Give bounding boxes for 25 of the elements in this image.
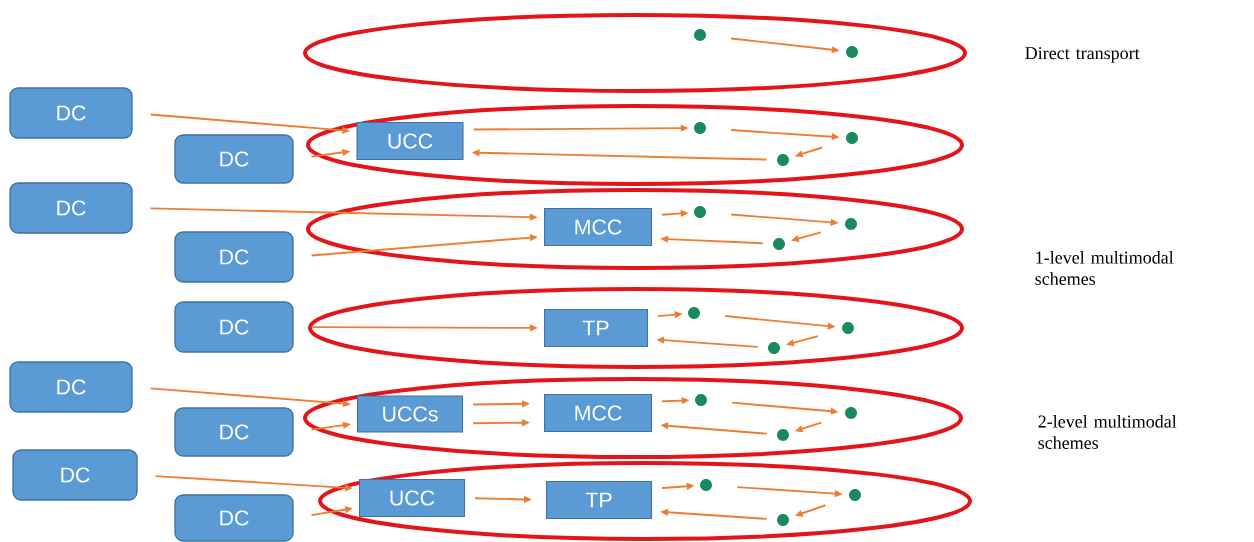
center-box: DC <box>174 494 294 542</box>
ring-ellipse <box>308 287 964 369</box>
hub-box: UCCs <box>356 395 464 433</box>
hub-box: UCC <box>358 478 466 518</box>
center-box: DC <box>12 449 138 501</box>
ring-ellipse <box>303 377 963 459</box>
hub-box: TP <box>545 480 653 520</box>
ring-ellipse <box>318 461 972 541</box>
center-box: DC <box>174 301 294 353</box>
scheme-label: Direct transport <box>1025 47 1140 63</box>
center-box: DC <box>174 231 294 283</box>
hub-box: MCC <box>543 393 653 433</box>
hub-box: MCC <box>543 207 653 247</box>
center-box: DC <box>9 87 133 139</box>
ring-ellipse <box>303 13 967 93</box>
scheme-label: 1-level multimodal schemes <box>1035 251 1174 285</box>
center-box: DC <box>9 182 133 234</box>
ring-ellipse <box>306 188 964 270</box>
hub-box: UCC <box>356 121 464 161</box>
hub-box: TP <box>543 308 649 348</box>
center-box: DC <box>174 407 294 457</box>
ring-ellipse <box>306 104 964 186</box>
center-box: DC <box>174 134 294 184</box>
scheme-label: 2-level multimodal schemes <box>1038 415 1177 449</box>
center-box: DC <box>9 361 133 413</box>
